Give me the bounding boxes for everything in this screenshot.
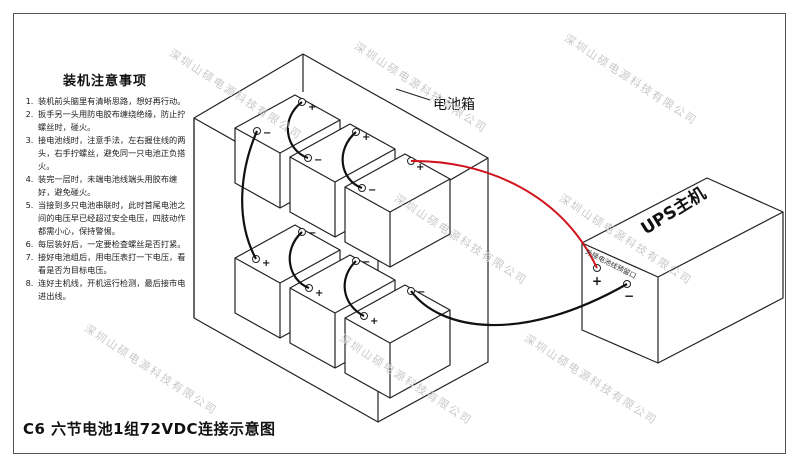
svg-text:+: + [362,132,370,143]
note-item: 扳手另一头用防电胶布缠绕绝缘，防止拧螺丝时，碰火。 [36,108,190,134]
diagram-frame [13,13,786,454]
negative-main-wire [410,283,628,327]
svg-text:−: − [362,257,370,268]
note-item: 装机前头脑里有清晰思路，想好再行动。 [36,95,190,108]
svg-text:−: − [308,228,316,239]
svg-text:+: + [416,162,424,173]
note-item: 接好电池组后，用电压表打一下电压，看看是否为目标电压。 [36,251,190,277]
svg-text:−: − [417,287,425,298]
svg-text:+: + [592,274,602,288]
note-item: 连好主机线，开机运行检测，最后接市电进出线。 [36,277,190,303]
notes-list: 装机前头脑里有清晰思路，想好再行动。 扳手另一头用防电胶布缠绕绝缘，防止拧螺丝时… [20,95,190,303]
note-item: 装完一层时，未端电池线端头用胶布缠好，避免碰火。 [36,173,190,199]
ups-host-box [581,177,784,364]
svg-text:−: − [624,289,634,303]
svg-text:+: + [262,258,270,269]
svg-text:+: + [315,288,323,299]
polarity-marks: + − + − + − + − + − + − + − [262,102,634,327]
positive-main-wire [410,159,598,269]
installation-notes: 装机注意事项 装机前头脑里有清晰思路，想好再行动。 扳手另一头用防电胶布缠绕绝缘… [20,70,190,303]
svg-text:−: − [314,155,322,166]
svg-text:+: + [370,316,378,327]
svg-text:+: + [308,102,316,113]
note-item: 每层装好后，一定要检查螺丝是否打紧。 [36,238,190,251]
battery-lower-3 [344,284,451,399]
note-item: 接电池线时，注意手法，左右握住线的两头，右手拧螺丝，避免同一只电池正负搭火。 [36,134,190,173]
notes-title: 装机注意事项 [62,74,147,89]
svg-text:−: − [263,128,271,139]
note-item: 当接到多只电池串联时，此时首尾电池之间的电压早已经超过安全电压，四肢动作都需小心… [36,199,190,238]
svg-text:−: − [368,185,376,196]
jumper-wires [241,101,628,327]
battery-upper-3 [344,153,451,268]
diagram-caption: C6 六节电池1组72VDC连接示意图 [23,420,276,438]
battery-box-label: 电池箱 [433,97,475,113]
